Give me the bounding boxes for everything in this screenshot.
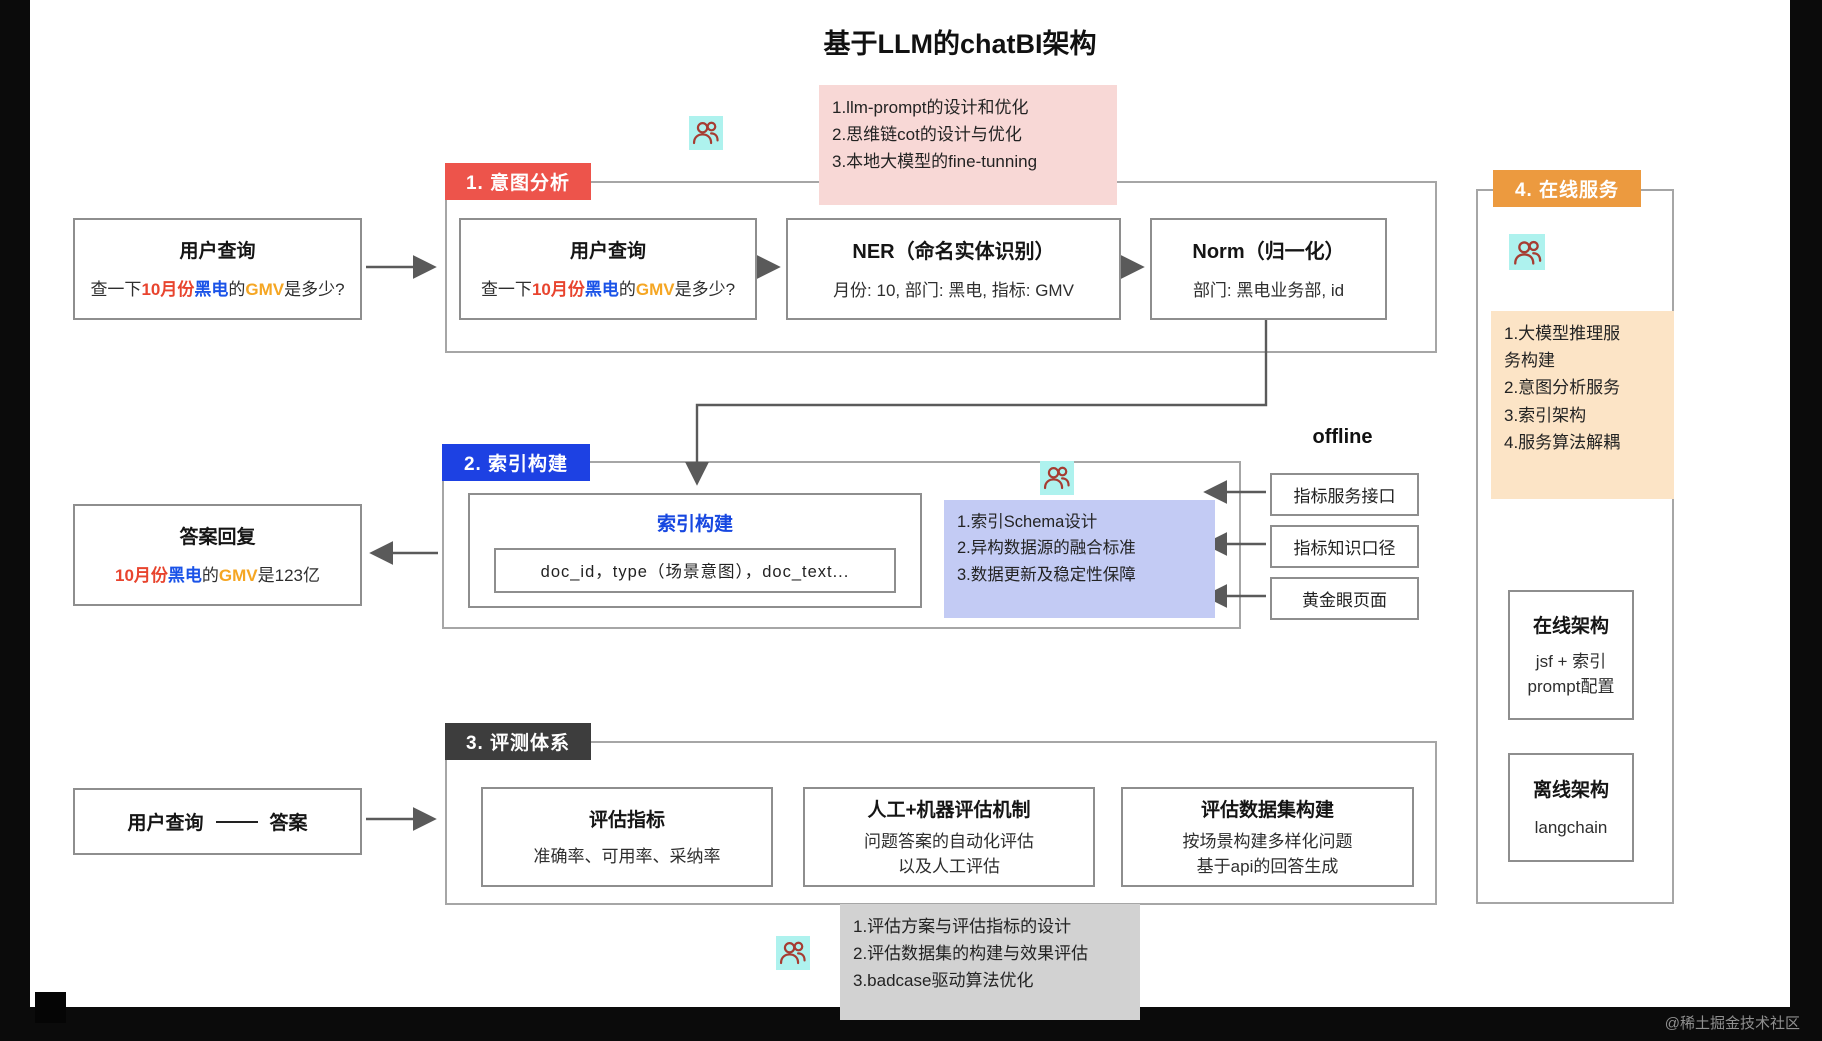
index-build-box: 索引构建 doc_id，type（场景意图），doc_text... <box>468 493 922 608</box>
body-line: 以及人工评估 <box>898 856 1000 876</box>
watermark: @稀土掘金技术社区 <box>1664 1015 1800 1032</box>
qa-connector-line <box>215 820 258 823</box>
box-title: 答案回复 <box>179 526 256 548</box>
eval-mechanism-box: 人工+机器评估机制 问题答案的自动化评估 以及人工评估 <box>803 787 1095 887</box>
diagram-canvas: 基于LLM的chatBI架构 <box>30 0 1790 1020</box>
note-line: 2.评估数据集的构建与效果评估 <box>853 944 1089 964</box>
body-line: 基于api的回答生成 <box>1196 856 1339 876</box>
query-part-month: 10月份 <box>141 279 195 299</box>
body-line: 问题答案的自动化评估 <box>864 831 1034 851</box>
answer-part: 是123亿 <box>257 565 321 585</box>
answer-part-month: 10月份 <box>114 565 168 585</box>
query-part: 是多少? <box>674 279 736 299</box>
box-title: 评估数据集构建 <box>1200 799 1334 821</box>
metric-knowledge-box: 指标知识口径 <box>1270 525 1419 568</box>
person-icon <box>776 936 810 970</box>
qa-right: 答案 <box>269 813 308 834</box>
ner-box: NER（命名实体识别） 月份: 10, 部门: 黑电, 指标: GMV <box>786 218 1121 320</box>
box-title: 用户查询 <box>179 240 256 262</box>
note-line: 2.思维链cot的设计与优化 <box>832 125 1022 145</box>
note-evaluation-design: 1.评估方案与评估指标的设计 2.评估数据集的构建与效果评估 3.badcase… <box>840 904 1140 1020</box>
note-line: 3.数据更新及稳定性保障 <box>957 565 1136 584</box>
section-3-label: 3. 评测体系 <box>445 723 591 760</box>
note-line: 2.意图分析服务 <box>1504 378 1621 398</box>
query-text: 查一下10月份黑电的GMV是多少? <box>90 278 344 303</box>
query-part: 是多少? <box>284 279 345 299</box>
body-line: jsf + 索引 <box>1535 651 1607 671</box>
offline-arch-box: 离线架构 langchain <box>1508 753 1634 862</box>
offline-label: offline <box>1312 426 1373 448</box>
note-line: 3.badcase驱动算法优化 <box>853 971 1034 991</box>
index-build-title: 索引构建 <box>656 513 733 535</box>
query-part: 的 <box>618 279 636 299</box>
note-line: 2.异构数据源的融合标准 <box>957 539 1136 558</box>
box-body: 问题答案的自动化评估 以及人工评估 <box>864 830 1034 879</box>
user-query-inner-box: 用户查询 查一下10月份黑电的GMV是多少? <box>459 218 757 320</box>
eval-metrics-box: 评估指标 准确率、可用率、采纳率 <box>481 787 773 887</box>
person-icon <box>689 116 723 150</box>
answer-reply-box: 答案回复 10月份黑电的GMV是123亿 <box>73 504 362 606</box>
body-line: prompt配置 <box>1527 676 1615 696</box>
index-schema-box: doc_id，type（场景意图），doc_text... <box>494 547 896 593</box>
box-title: 评估指标 <box>588 809 665 831</box>
query-part: 查一下 <box>90 279 142 299</box>
query-part-gmv: GMV <box>635 279 675 299</box>
note-index-design: 1.索引Schema设计 2.异构数据源的融合标准 3.数据更新及稳定性保障 <box>944 500 1215 618</box>
user-query-box: 用户查询 查一下10月份黑电的GMV是多少? <box>73 218 362 320</box>
note-line: 3.索引架构 <box>1504 405 1587 425</box>
query-part-dept: 黑电 <box>194 279 229 299</box>
section-1-label: 1. 意图分析 <box>445 163 591 200</box>
person-icon <box>1509 234 1545 270</box>
note-intent-design: 1.llm-prompt的设计和优化 2.思维链cot的设计与优化 3.本地大模… <box>819 85 1117 205</box>
answer-part-dept: 黑电 <box>167 565 202 585</box>
online-arch-box: 在线架构 jsf + 索引 prompt配置 <box>1508 590 1634 720</box>
person-icon <box>1040 461 1074 495</box>
note-line: 4.服务算法解耦 <box>1504 432 1621 452</box>
note-line: 1.llm-prompt的设计和优化 <box>832 98 1029 117</box>
box-title: 在线架构 <box>1532 615 1609 637</box>
eval-dataset-box: 评估数据集构建 按场景构建多样化问题 基于api的回答生成 <box>1121 787 1414 887</box>
answer-part: 的 <box>201 565 219 585</box>
qa-left: 用户查询 <box>127 813 204 834</box>
query-answer-box: 用户查询 答案 <box>73 788 362 855</box>
box-title: 用户查询 <box>569 240 646 262</box>
norm-box: Norm（归一化） 部门: 黑电业务部, id <box>1150 218 1387 320</box>
box-title: Norm（归一化） <box>1192 240 1345 263</box>
note-line: 务构建 <box>1504 351 1555 371</box>
metric-service-box: 指标服务接口 <box>1270 473 1419 516</box>
query-text: 查一下10月份黑电的GMV是多少? <box>481 278 735 303</box>
body-line: 按场景构建多样化问题 <box>1182 831 1353 851</box>
query-part-dept: 黑电 <box>584 279 619 299</box>
answer-text: 10月份黑电的GMV是123亿 <box>115 564 320 589</box>
query-part-gmv: GMV <box>245 279 285 299</box>
query-part: 查一下 <box>480 279 532 299</box>
answer-part-gmv: GMV <box>218 565 258 585</box>
player-corner-block <box>35 992 66 1023</box>
note-online-services: 1.大模型推理服 务构建 2.意图分析服务 3.索引架构 4.服务算法解耦 <box>1491 311 1674 499</box>
note-line: 3.本地大模型的fine-tunning <box>832 152 1038 172</box>
box-body: langchain <box>1534 817 1608 837</box>
box-title: 人工+机器评估机制 <box>867 799 1031 821</box>
query-part-month: 10月份 <box>531 279 585 299</box>
box-title: 离线架构 <box>1532 779 1609 801</box>
norm-result: 部门: 黑电业务部, id <box>1192 280 1345 300</box>
ner-result: 月份: 10, 部门: 黑电, 指标: GMV <box>833 280 1074 300</box>
box-body: jsf + 索引 prompt配置 <box>1528 650 1615 699</box>
box-body: 按场景构建多样化问题 基于api的回答生成 <box>1183 830 1353 879</box>
golden-eye-box: 黄金眼页面 <box>1270 577 1419 620</box>
section-2-label: 2. 索引构建 <box>442 444 590 481</box>
note-line: 1.大模型推理服 <box>1504 324 1621 343</box>
box-title: NER（命名实体识别） <box>852 240 1055 263</box>
section-4-label: 4. 在线服务 <box>1493 170 1641 207</box>
diagram-title: 基于LLM的chatBI架构 <box>823 29 1097 59</box>
note-line: 1.评估方案与评估指标的设计 <box>853 917 1072 936</box>
box-body: 准确率、可用率、采纳率 <box>533 846 721 866</box>
note-line: 1.索引Schema设计 <box>957 513 1098 531</box>
query-part: 的 <box>228 279 246 299</box>
